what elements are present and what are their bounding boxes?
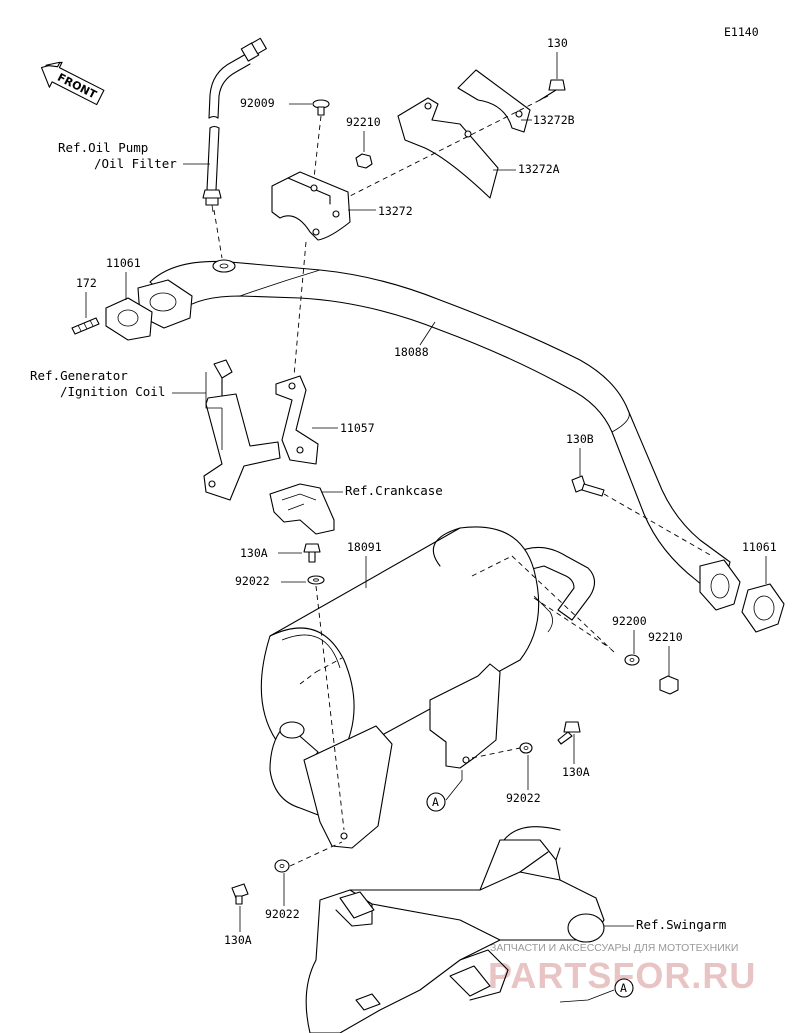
marker-a-upper: A xyxy=(426,792,446,812)
gasket-11061-left xyxy=(105,297,153,341)
part-label-172: 172 xyxy=(76,276,97,290)
bolt-130-top xyxy=(539,79,566,101)
heat-shield-13272a xyxy=(397,97,499,199)
ref-generator-label: Ref.Generator xyxy=(30,368,128,383)
part-label-92022-right: 92022 xyxy=(506,791,541,805)
marker-a-lower: A xyxy=(614,978,634,998)
gasket-11061-right xyxy=(741,583,785,633)
screw-92009 xyxy=(312,99,330,116)
part-label-92210-right: 92210 xyxy=(648,630,683,644)
generator-bracket xyxy=(203,359,281,501)
washer-92200 xyxy=(624,654,640,666)
bracket-13272 xyxy=(271,171,351,241)
ref-oil-filter-label: /Oil Filter xyxy=(94,156,177,171)
part-label-130a-middle: 130A xyxy=(240,546,268,560)
part-label-92210-top: 92210 xyxy=(346,115,381,129)
ref-crankcase-label: Ref.Crankcase xyxy=(345,483,443,498)
part-label-11057: 11057 xyxy=(340,421,375,435)
bolt-130a-right xyxy=(557,721,581,745)
swingarm-part xyxy=(305,826,605,1033)
part-label-92200: 92200 xyxy=(612,614,647,628)
watermark-caption: ЗАПЧАСТИ И АКСЕССУАРЫ ДЛЯ МОТОТЕХНИКИ xyxy=(490,942,738,954)
ref-oil-pump-label: Ref.Oil Pump xyxy=(58,140,148,155)
ref-ignition-coil-label: /Ignition Coil xyxy=(60,384,165,399)
part-label-92022-lower: 92022 xyxy=(265,907,300,921)
marker-a-lower-label: A xyxy=(620,981,627,995)
washer-92022-right xyxy=(519,742,533,754)
bolt-130a-middle xyxy=(303,543,321,563)
part-label-92022-middle: 92022 xyxy=(235,574,270,588)
part-label-11061-left: 11061 xyxy=(106,256,141,270)
stud-172 xyxy=(71,317,100,335)
crankcase-part xyxy=(269,483,335,535)
part-label-130a-lower: 130A xyxy=(224,933,252,947)
part-label-13272b: 13272B xyxy=(533,113,575,127)
marker-a-upper-label: A xyxy=(432,795,439,809)
oil-pipe xyxy=(202,37,267,213)
muffler-18091 xyxy=(260,526,596,849)
bracket-11057 xyxy=(275,375,319,465)
heat-shield-13272b xyxy=(457,69,531,133)
part-label-130: 130 xyxy=(547,36,568,50)
washer-92022-lower xyxy=(274,859,290,873)
part-label-92009: 92009 xyxy=(240,96,275,110)
part-label-11061-right: 11061 xyxy=(742,540,777,554)
part-label-18091: 18091 xyxy=(347,540,382,554)
part-label-130b: 130B xyxy=(566,432,594,446)
part-label-13272a: 13272A xyxy=(518,162,560,176)
bolt-130b xyxy=(571,475,605,497)
front-arrow-icon: FRONT xyxy=(40,61,105,106)
washer-on-pipe xyxy=(212,259,236,273)
bolt-130a-lower xyxy=(231,883,249,905)
ref-swingarm-label: Ref.Swingarm xyxy=(636,917,726,932)
nut-92210-right xyxy=(659,675,679,695)
washer-92022-middle xyxy=(307,575,325,585)
nut-92210-top xyxy=(355,153,373,169)
part-label-18088: 18088 xyxy=(394,345,429,359)
part-label-13272: 13272 xyxy=(378,204,413,218)
diagram-code: E1140 xyxy=(724,25,759,39)
pipe-flange-right xyxy=(699,559,741,611)
part-label-130a-right: 130A xyxy=(562,765,590,779)
